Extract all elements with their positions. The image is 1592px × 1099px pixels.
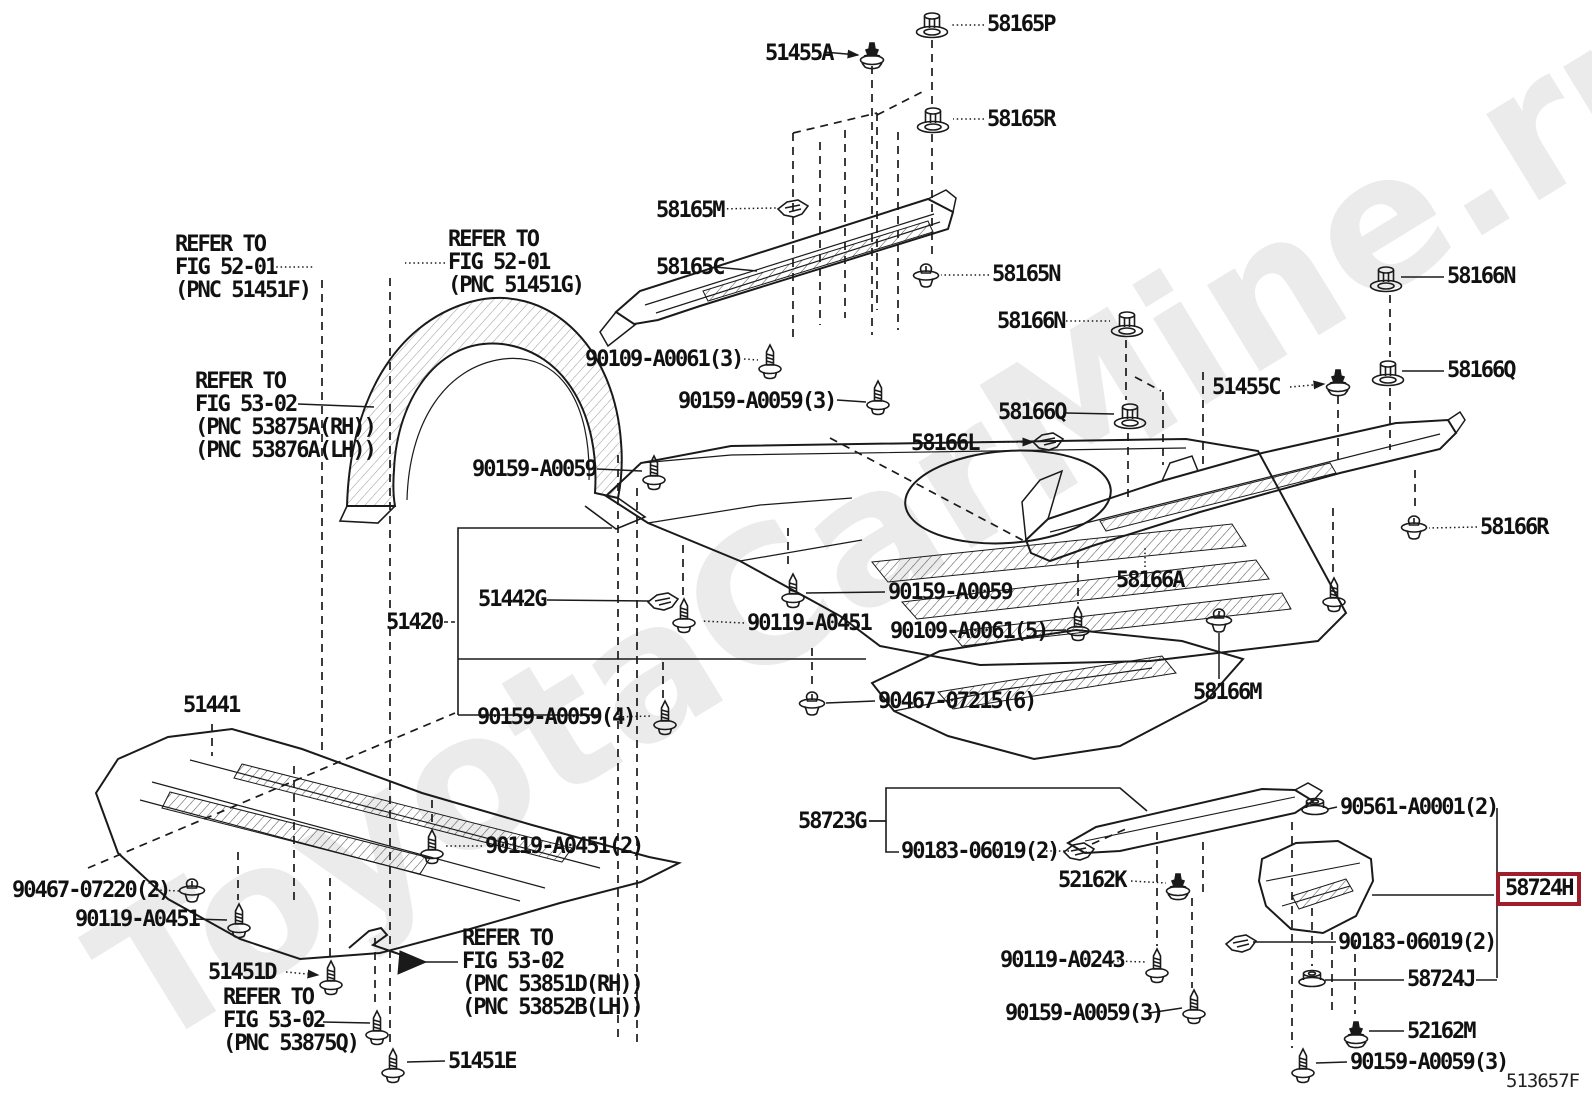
part-drawing-fender-liner xyxy=(338,296,647,530)
part-label-58166L[interactable]: 58166L xyxy=(911,431,980,456)
clip-icon xyxy=(912,263,940,288)
part-label-90159-A0059-a[interactable]: 90159-A0059 xyxy=(472,457,598,482)
diagram-code: 513657F xyxy=(1506,1070,1580,1092)
part-drawing-53851D-bracket xyxy=(348,926,428,975)
part-label-51451E[interactable]: 51451E xyxy=(448,1049,517,1074)
grommet-icon xyxy=(1369,266,1403,293)
part-label-51455A[interactable]: 51455A xyxy=(765,41,834,66)
note-refer-fig52-01-51451G: REFER TO FIG 52-01 (PNC 51451G) xyxy=(448,227,585,298)
grommet-icon xyxy=(1110,311,1144,338)
screw-icon xyxy=(758,344,782,380)
part-label-58166N-1[interactable]: 58166N xyxy=(997,309,1066,334)
part-label-58165C[interactable]: 58165C xyxy=(656,255,725,280)
note-refer-fig53-02-53875A: REFER TO FIG 53-02 (PNC 53875A(RH)) (PNC… xyxy=(195,369,377,463)
note-refer-fig53-02-53851D: REFER TO FIG 53-02 (PNC 53851D(RH)) (PNC… xyxy=(462,926,644,1020)
clip-icon xyxy=(1400,515,1428,540)
part-label-51420[interactable]: 51420 xyxy=(386,610,444,635)
part-label-90119-A0451-2[interactable]: 90119-A0451(2) xyxy=(485,834,644,859)
part-label-58165R[interactable]: 58165R xyxy=(987,107,1056,132)
part-label-90119-A0243[interactable]: 90119-A0243 xyxy=(1000,948,1126,973)
part-drawing-51441 xyxy=(94,727,683,961)
part-drawing-58724H xyxy=(1257,839,1375,935)
part-label-51455C[interactable]: 51455C xyxy=(1212,375,1281,400)
fasteners xyxy=(178,12,1428,1084)
grommet-icon xyxy=(915,12,949,39)
part-drawing-51420-upper-cover xyxy=(604,437,1348,667)
part-label-58165N[interactable]: 58165N xyxy=(992,262,1061,287)
clip-icon xyxy=(1325,369,1351,397)
part-label-90159-A0059-b[interactable]: 90159-A0059 xyxy=(888,580,1014,605)
part-label-58724H-highlighted[interactable]: 58724H xyxy=(1496,872,1582,906)
part-label-90159-A0059-3-c[interactable]: 90159-A0059(3) xyxy=(1350,1050,1509,1075)
part-label-90109-A0061-3[interactable]: 90109-A0061(3) xyxy=(585,347,744,372)
clip-icon xyxy=(1165,873,1191,901)
part-label-90183-06019-2-b[interactable]: 90183-06019(2) xyxy=(1338,930,1497,955)
part-label-51441[interactable]: 51441 xyxy=(183,693,241,718)
part-label-90159-A0059-3-b[interactable]: 90159-A0059(3) xyxy=(1005,1001,1164,1026)
retainer-icon xyxy=(647,592,679,611)
part-label-58723G[interactable]: 58723G xyxy=(798,809,867,834)
clip-icon xyxy=(1343,1021,1369,1049)
part-label-90561-A0001-2[interactable]: 90561-A0001(2) xyxy=(1340,795,1499,820)
part-label-58165M[interactable]: 58165M xyxy=(656,198,725,223)
grommet-icon xyxy=(916,107,950,134)
part-drawing-58165C xyxy=(599,189,957,348)
part-drawing-58166-assembly xyxy=(1021,410,1466,563)
clip-icon xyxy=(859,42,885,70)
screw-icon xyxy=(1145,948,1169,984)
screw-icon xyxy=(365,1010,389,1046)
screw-icon xyxy=(1182,989,1206,1025)
part-label-52162M[interactable]: 52162M xyxy=(1407,1019,1476,1044)
part-label-58166M[interactable]: 58166M xyxy=(1193,680,1262,705)
part-label-52162K[interactable]: 52162K xyxy=(1058,868,1127,893)
part-label-58166R[interactable]: 58166R xyxy=(1480,515,1549,540)
screw-icon xyxy=(227,903,251,939)
part-label-90119-A0451-a[interactable]: 90119-A0451 xyxy=(747,611,873,636)
part-label-58165P[interactable]: 58165P xyxy=(987,12,1056,37)
part-drawing-51420-lower-cover xyxy=(870,628,1245,761)
part-label-58166N-2[interactable]: 58166N xyxy=(1447,264,1516,289)
part-drawing-58723G xyxy=(1066,782,1324,855)
construction-lines xyxy=(87,40,1416,1048)
nut-icon xyxy=(1301,797,1329,816)
part-label-58166A[interactable]: 58166A xyxy=(1116,568,1185,593)
note-refer-fig52-01-51451F: REFER TO FIG 52-01 (PNC 51451F) xyxy=(175,232,312,303)
leader-lines xyxy=(155,24,1497,1064)
part-label-51451D[interactable]: 51451D xyxy=(208,960,277,985)
grommet-icon xyxy=(1371,360,1405,387)
part-label-90159-A0059-4[interactable]: 90159-A0059(4) xyxy=(477,705,636,730)
screw-icon xyxy=(672,598,696,634)
clip-icon xyxy=(178,878,206,903)
part-label-90183-06019-2-a[interactable]: 90183-06019(2) xyxy=(901,839,1060,864)
part-label-58166Q-1[interactable]: 58166Q xyxy=(998,400,1067,425)
part-label-90467-07220-2[interactable]: 90467-07220(2) xyxy=(12,878,171,903)
retainer-icon xyxy=(1225,934,1257,953)
part-label-51442G[interactable]: 51442G xyxy=(478,587,547,612)
screw-icon xyxy=(381,1048,405,1084)
part-label-90467-07215-6[interactable]: 90467-07215(6) xyxy=(878,689,1037,714)
part-label-90109-A0061-5[interactable]: 90109-A0061(5) xyxy=(890,619,1049,644)
part-label-58724J[interactable]: 58724J xyxy=(1407,967,1476,992)
part-label-90119-A0451-b[interactable]: 90119-A0451 xyxy=(75,907,201,932)
screw-icon xyxy=(781,573,805,609)
nut-icon xyxy=(1298,969,1326,988)
grommet-icon xyxy=(1113,403,1147,430)
part-label-90159-A0059-3-a[interactable]: 90159-A0059(3) xyxy=(678,389,837,414)
clip-icon xyxy=(798,691,826,716)
screw-icon xyxy=(1291,1048,1315,1084)
note-refer-fig53-02-53875Q: REFER TO FIG 53-02 (PNC 53875Q) xyxy=(223,985,360,1056)
screw-icon xyxy=(653,700,677,736)
screw-icon xyxy=(866,380,890,416)
part-label-58166Q-2[interactable]: 58166Q xyxy=(1447,358,1516,383)
